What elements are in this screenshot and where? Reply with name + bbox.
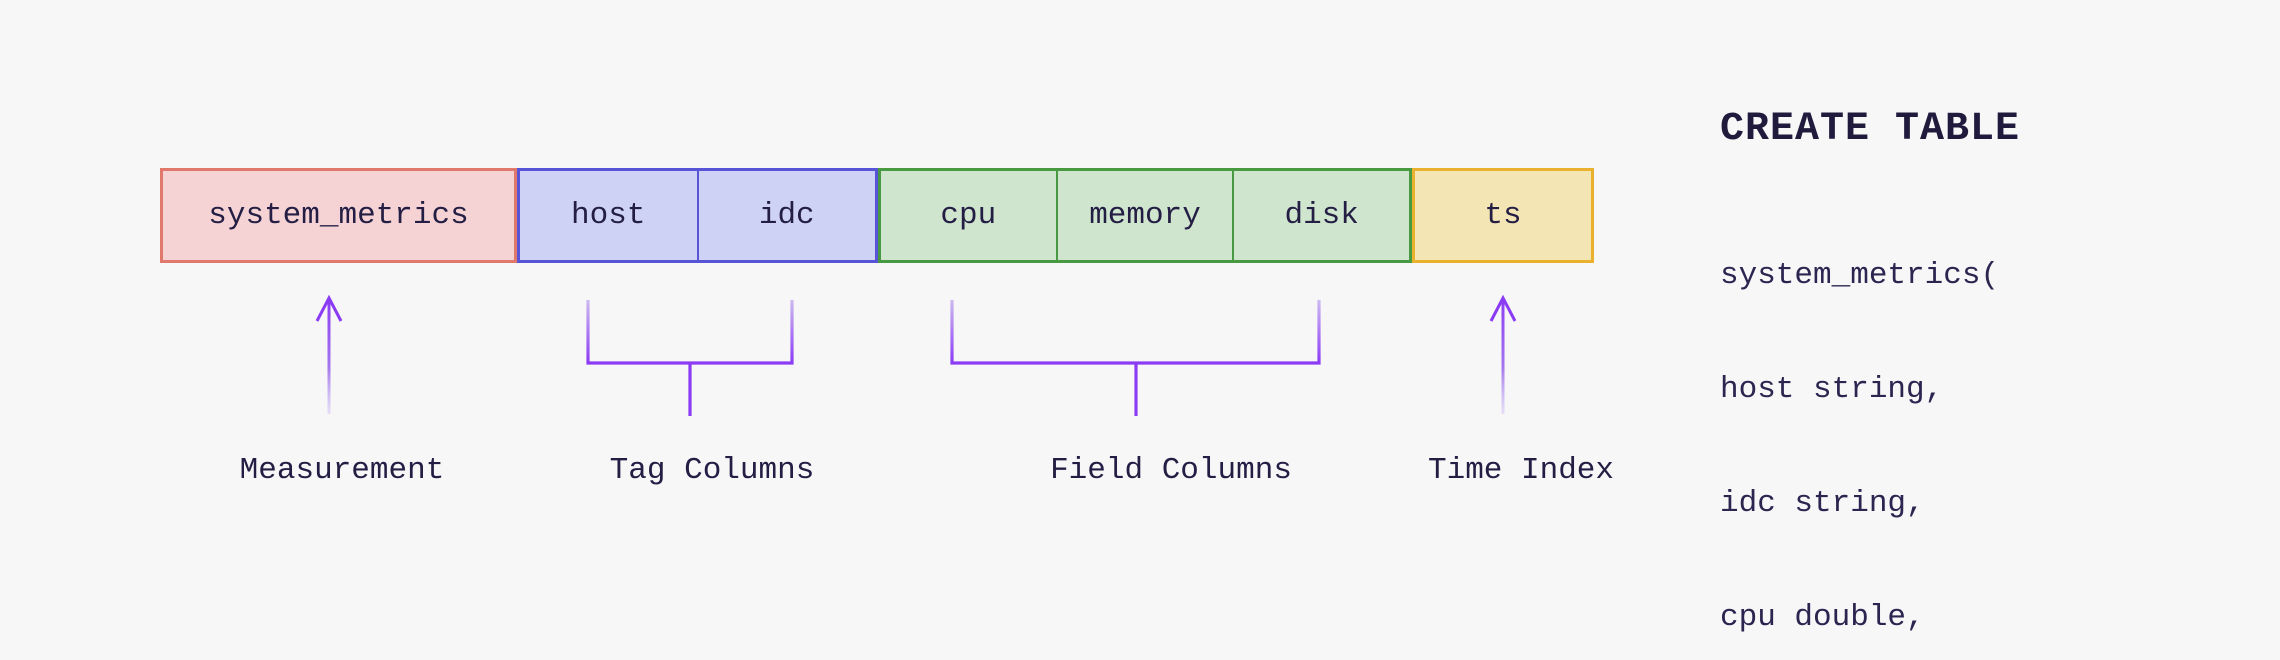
field-cell-cpu: cpu	[881, 171, 1056, 260]
field-cell-disk-label: disk	[1284, 198, 1359, 233]
sql-line-idc: idc string,	[1720, 486, 1925, 521]
sql-create-table-title: CREATE TABLE	[1720, 107, 2021, 152]
measurement-cell: system_metrics	[163, 171, 514, 260]
tag-cell-host-label: host	[571, 198, 646, 233]
tag-columns-caption: Tag Columns	[609, 453, 815, 488]
tag-columns-box: host idc	[517, 168, 878, 263]
sql-code-block: system_metrics( host string, idc string,…	[1720, 181, 2166, 660]
field-columns-box: cpu memory disk	[878, 168, 1412, 263]
measurement-arrow-icon	[315, 294, 343, 414]
tag-cell-idc-label: idc	[758, 198, 815, 233]
time-index-arrow-icon	[1489, 294, 1517, 414]
field-cell-memory: memory	[1055, 171, 1233, 260]
time-cell-ts-label: ts	[1484, 198, 1522, 233]
table-structure-row: system_metrics host idc cpu memory disk	[160, 168, 1594, 263]
measurement-box: system_metrics	[160, 168, 517, 263]
time-index-box: ts	[1412, 168, 1594, 263]
time-index-caption: Time Index	[1427, 453, 1615, 488]
field-cell-cpu-label: cpu	[940, 198, 997, 233]
field-cell-memory-label: memory	[1089, 198, 1201, 233]
tag-cell-idc: idc	[696, 171, 876, 260]
tag-cell-host: host	[520, 171, 697, 260]
sql-line-cpu: cpu double,	[1720, 600, 1925, 635]
field-columns-caption: Field Columns	[1050, 453, 1292, 488]
field-cell-disk: disk	[1232, 171, 1409, 260]
measurement-cell-label: system_metrics	[208, 198, 469, 233]
sql-line-host: host string,	[1720, 372, 1944, 407]
measurement-caption: Measurement	[239, 453, 445, 488]
tag-columns-bracket-icon	[586, 300, 794, 416]
sql-line-table-name: system_metrics(	[1720, 258, 2000, 293]
field-columns-bracket-icon	[950, 300, 1321, 416]
time-cell-ts: ts	[1415, 171, 1591, 260]
